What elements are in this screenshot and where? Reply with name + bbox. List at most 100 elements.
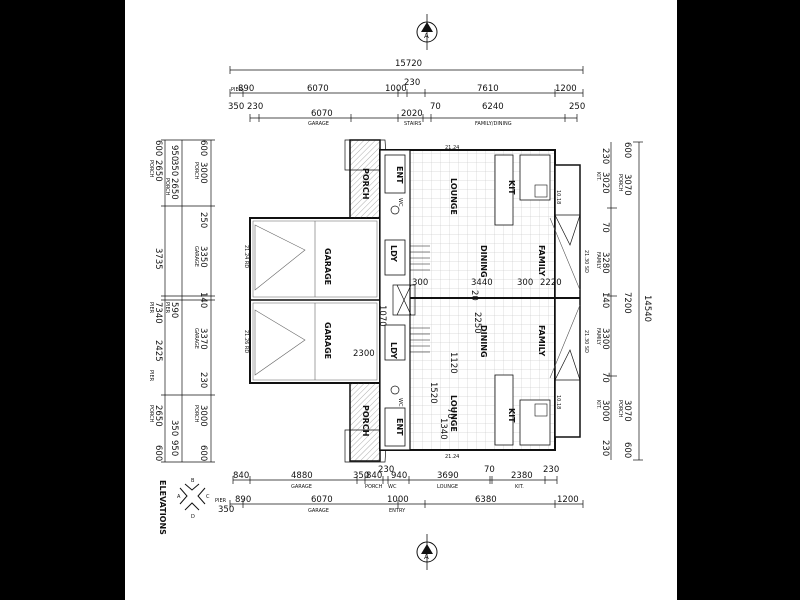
- dim-left-b-4: 590: [169, 302, 179, 318]
- dim-left-c-8: GARAGE: [193, 328, 199, 349]
- dim-right-a-3: 70: [600, 222, 610, 233]
- room-ent-lower: ENT: [395, 418, 404, 436]
- room-lounge-upper: LOUNGE: [449, 178, 458, 215]
- dim-right-a-1: 3020: [600, 172, 610, 194]
- level-l2: 21.24: [445, 454, 459, 460]
- dim-left-c-10: 3000: [198, 405, 208, 427]
- dim-int-d3: 300: [517, 278, 533, 288]
- dim-right-a-12: 230: [600, 440, 610, 456]
- dim-right-a-6: 140: [600, 292, 610, 308]
- room-kit-upper: KIT: [507, 180, 516, 195]
- dim-right-a-9: 70: [600, 372, 610, 383]
- room-dining-upper: DINING: [479, 245, 488, 278]
- dim-bot-label-porch: PORCH: [365, 484, 383, 490]
- dim-left-a-4: 7340: [153, 302, 163, 324]
- north-marker-letter-bottom: A: [424, 553, 429, 561]
- dim-left-b-7: 950: [169, 440, 179, 456]
- dim-top-r1-4: 7610: [477, 84, 499, 94]
- dim-top-label-family-dining: FAMILY/DINING: [475, 121, 512, 127]
- room-porch-lower: PORCH: [361, 405, 370, 436]
- room-family-lower: FAMILY: [537, 325, 546, 357]
- room-ldy-lower: LDY: [389, 342, 398, 359]
- dim-left-b-3: PORCH: [164, 178, 170, 196]
- room-lounge-lower: LOUNGE: [449, 395, 458, 432]
- level-l3: 21.24 RD: [243, 245, 249, 268]
- north-marker-bottom: A: [416, 534, 438, 570]
- level-l6: 21.30 SD: [583, 330, 589, 353]
- right-dimension-lines: [607, 141, 643, 461]
- dim-left-a-6: 2425: [153, 340, 163, 362]
- dim-left-c-12: 600: [198, 445, 208, 461]
- dim-top-label-stairs: STAIRS: [404, 121, 421, 127]
- dim-left-c-6: 140: [198, 292, 208, 308]
- dim-left-a-9: PORCH: [148, 405, 154, 423]
- elev-code-b: B: [191, 478, 195, 484]
- dim-left-c-4: 3350: [198, 246, 208, 268]
- dim-left-b-0: 950: [169, 145, 179, 161]
- dim-right-b-4: 3070: [622, 400, 632, 422]
- dim-bot-r2-2: 1000: [387, 495, 409, 505]
- dim-left-a-5: PIER: [148, 302, 154, 314]
- dim-left-a-2: PORCH: [148, 160, 154, 178]
- dim-int-d1: 300: [412, 278, 428, 288]
- dim-bot-pier: PIER: [215, 498, 227, 504]
- dim-bot-r1-2: 350: [353, 471, 369, 481]
- dim-bot-r1-6: 3690: [437, 471, 459, 481]
- elev-code-a: A: [177, 494, 181, 500]
- dim-bot-r2-0: 890: [235, 495, 251, 505]
- room-wc-lower: WC: [397, 398, 403, 407]
- dim-top-r1-5: 1200: [555, 84, 577, 94]
- dim-int-d11: 70: [445, 408, 455, 419]
- dim-top-r1-3: 1000: [385, 84, 407, 94]
- level-l4: 21.26 RD: [243, 330, 249, 353]
- dim-overall-width: 15720: [395, 59, 422, 69]
- dim-left-b-2: 2650: [169, 178, 179, 200]
- dim-right-a-8: FAMILY: [595, 328, 601, 346]
- dim-left-c-7: 3370: [198, 328, 208, 350]
- dim-right-a-11: KIT.: [595, 400, 601, 409]
- dim-int-d12: 20: [469, 290, 479, 301]
- elevations-key: ELEVATIONS A B C D: [158, 478, 210, 535]
- porch-upper: [349, 139, 381, 219]
- dim-left-b-6: 350: [169, 420, 179, 436]
- dim-right-overall: 14540: [642, 295, 652, 322]
- dim-right-a-7: 3300: [600, 328, 610, 350]
- dim-bot-r1-0: 840: [233, 471, 249, 481]
- elev-code-c: C: [206, 494, 210, 500]
- dim-bot-r1-4: 230: [378, 465, 394, 475]
- room-porch-upper: PORCH: [361, 168, 370, 199]
- dim-right-a-4: 3280: [600, 252, 610, 274]
- room-wc-upper: WC: [397, 198, 403, 207]
- dim-int-d4: 2220: [540, 278, 562, 288]
- dim-left-b-5: PIER: [164, 302, 170, 314]
- dim-bot-label-lounge: LOUNGE: [437, 484, 458, 490]
- room-kit-lower: KIT: [507, 408, 516, 423]
- dim-left-c-0: 600: [198, 140, 208, 156]
- dim-left-c-5: GARAGE: [193, 246, 199, 267]
- dim-right-b-1: 3070: [622, 174, 632, 196]
- dim-top-r2-1: 230: [247, 102, 263, 112]
- left-dimension-lines: [161, 139, 215, 463]
- dim-right-b-0: 600: [622, 142, 632, 158]
- dim-left-a-0: 600: [153, 140, 163, 156]
- dim-top-r1-1: 6070: [307, 84, 329, 94]
- north-marker-top: A: [416, 14, 438, 50]
- dim-bot-r1-7: 70: [484, 465, 495, 475]
- dim-left-c-9: 230: [198, 372, 208, 388]
- room-garage-lower: GARAGE: [323, 322, 332, 359]
- floor-plan: [249, 139, 581, 463]
- north-marker-letter: A: [424, 32, 429, 40]
- dim-bot-label-garage-2: GARAGE: [308, 508, 329, 514]
- dim-int-d5: 2250: [472, 312, 482, 334]
- dim-right-a-0: 230: [600, 148, 610, 164]
- dim-top-r1-2: 230: [404, 78, 420, 88]
- dim-top-r2-3: 2020: [401, 109, 423, 119]
- floor-plan-drawing: A A 15720 PIER 890 6070 230 1000 7610 12…: [148, 14, 652, 570]
- dim-int-d9: 2300: [353, 349, 375, 359]
- dim-top-r2-0: 350: [228, 102, 244, 112]
- bottom-dimension-lines: [229, 476, 584, 508]
- dim-bot-label-entry: ENTRY: [389, 508, 406, 514]
- dim-left-c-3: 250: [198, 212, 208, 228]
- dim-left-a-7: PIER: [148, 370, 154, 382]
- dim-left-c-11: PORCH: [193, 405, 199, 423]
